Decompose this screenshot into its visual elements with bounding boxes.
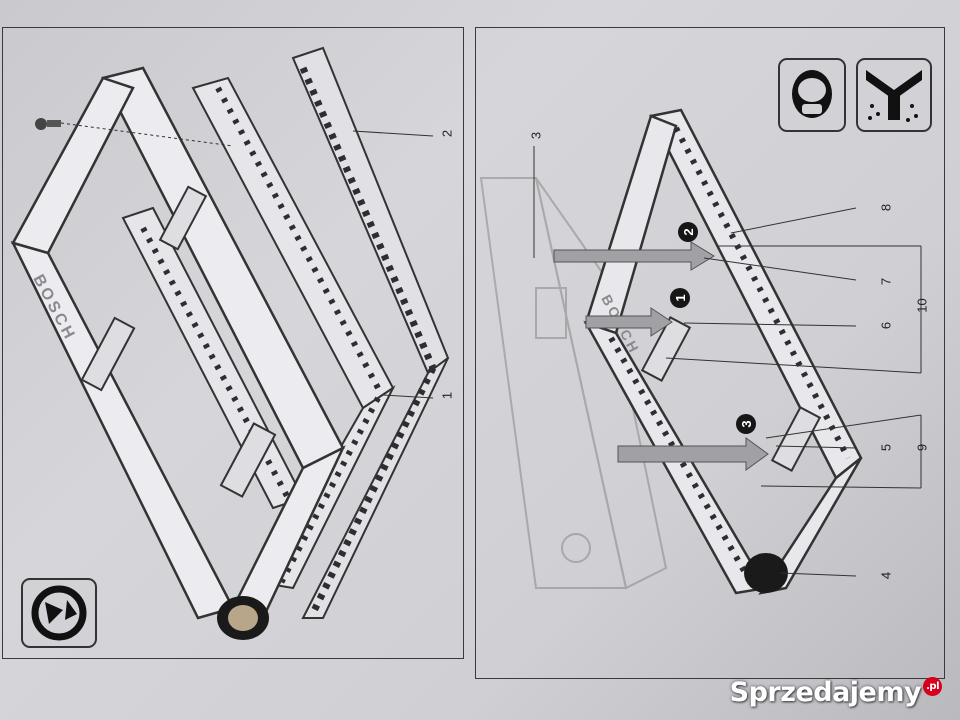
assembly-arrows [553,241,769,471]
toothed-frame-back [291,46,450,619]
callout-6: 6 [878,321,894,330]
callout-5: 5 [878,443,894,452]
dust-port-nozzle [217,596,269,640]
leader-line-1 [382,394,434,399]
callout-1: 1 [439,391,455,400]
step-1-badge: 1 [670,288,690,308]
callout-2: 2 [439,129,455,138]
step-2-badge: 2 [678,222,698,242]
rotate-assembly-icon [21,578,97,648]
callout-4: 4 [878,571,894,580]
leader-line-2 [352,130,434,137]
watermark: Sprzedajemy.pl [730,677,942,708]
screw [35,118,234,147]
cross-brackets [80,185,277,498]
sander-body-ghost [479,177,668,590]
leader-lines [533,146,922,577]
main-clamp-frame: BOSCH [10,66,346,620]
dust-extraction-icon [856,58,932,132]
right-assembly-diagram: BOSCH [479,108,922,595]
callout-7: 7 [878,277,894,286]
step-3-badge: 3 [736,414,756,434]
clamp-frame-assembled: BOSCH [583,108,863,595]
dust-mask-icon [778,58,846,132]
callout-3: 3 [528,131,544,140]
right-illustration-panel: BOSCH [475,27,945,679]
left-illustration-panel: BOSCH 2 1 [2,27,464,659]
callout-10: 10 [914,298,930,313]
dust-port-nozzle-right [744,553,788,593]
left-exploded-diagram: BOSCH [10,46,450,640]
callout-8: 8 [878,203,894,212]
callout-9: 9 [914,443,930,452]
